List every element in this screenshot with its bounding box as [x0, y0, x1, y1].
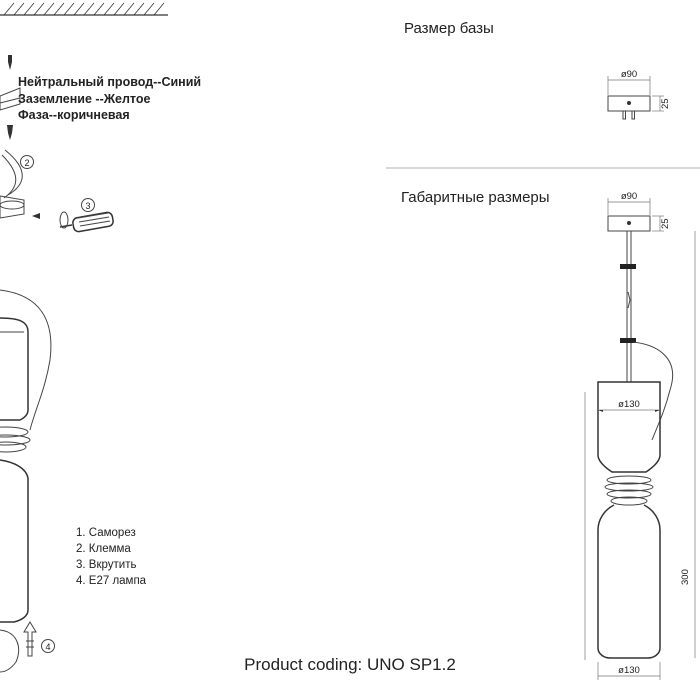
canopy — [0, 195, 25, 219]
base-size-title: Размер базы — [404, 20, 494, 37]
wiring-ground: Заземление --Желтое — [18, 92, 151, 106]
glass-shade — [0, 317, 29, 421]
base-height-label: 25 — [660, 98, 671, 109]
wires — [1, 149, 23, 199]
legend-item-3: 3. Вкрутить — [76, 559, 136, 571]
step-3-marker: 3 — [81, 198, 95, 212]
ring-connector — [0, 426, 31, 453]
wiring-neutral: Нейтральный провод--Синий — [18, 75, 201, 89]
legend-item-1: 1. Саморез — [76, 527, 136, 539]
legend-item-4: 4. E27 лампа — [76, 575, 147, 587]
wiring-phase: Фаза--коричневая — [18, 108, 130, 122]
body-height-label: 300 — [680, 569, 691, 585]
step-2-marker: 2 — [20, 155, 34, 169]
step-4-label: 4 — [45, 642, 50, 652]
legend-item-2: 2. Клемма — [76, 543, 131, 555]
legend: 1. Саморез 2. Клемма 3. Вкрутить 4. E27 … — [76, 527, 147, 587]
product-coding: Product coding: UNO SP1.2 — [244, 655, 456, 674]
screw-icon — [7, 55, 13, 140]
shade-diameter-label: ø130 — [618, 399, 640, 410]
lamp-bulb — [0, 629, 20, 673]
step-2-label: 2 — [24, 158, 29, 168]
overall-top-height-label: 25 — [660, 218, 671, 229]
ceiling-hatch — [0, 2, 168, 16]
mounting-bracket — [0, 87, 21, 111]
overall-title: Габаритные размеры — [401, 189, 550, 206]
overall-drawing: ø90 25 ø130 300 — [584, 191, 696, 680]
base-drawing: ø90 25 — [607, 69, 671, 120]
step-4-marker: 4 — [41, 639, 55, 653]
arrow-up-icon — [23, 621, 37, 657]
pendant-cord — [0, 289, 52, 431]
screwdriver-icon — [32, 211, 114, 233]
step-3-label: 3 — [85, 201, 90, 211]
bottom-diameter-label: ø130 — [618, 665, 640, 676]
cylinder-body — [0, 459, 29, 623]
base-diameter-label: ø90 — [621, 69, 637, 80]
overall-top-diameter-label: ø90 — [621, 191, 637, 202]
